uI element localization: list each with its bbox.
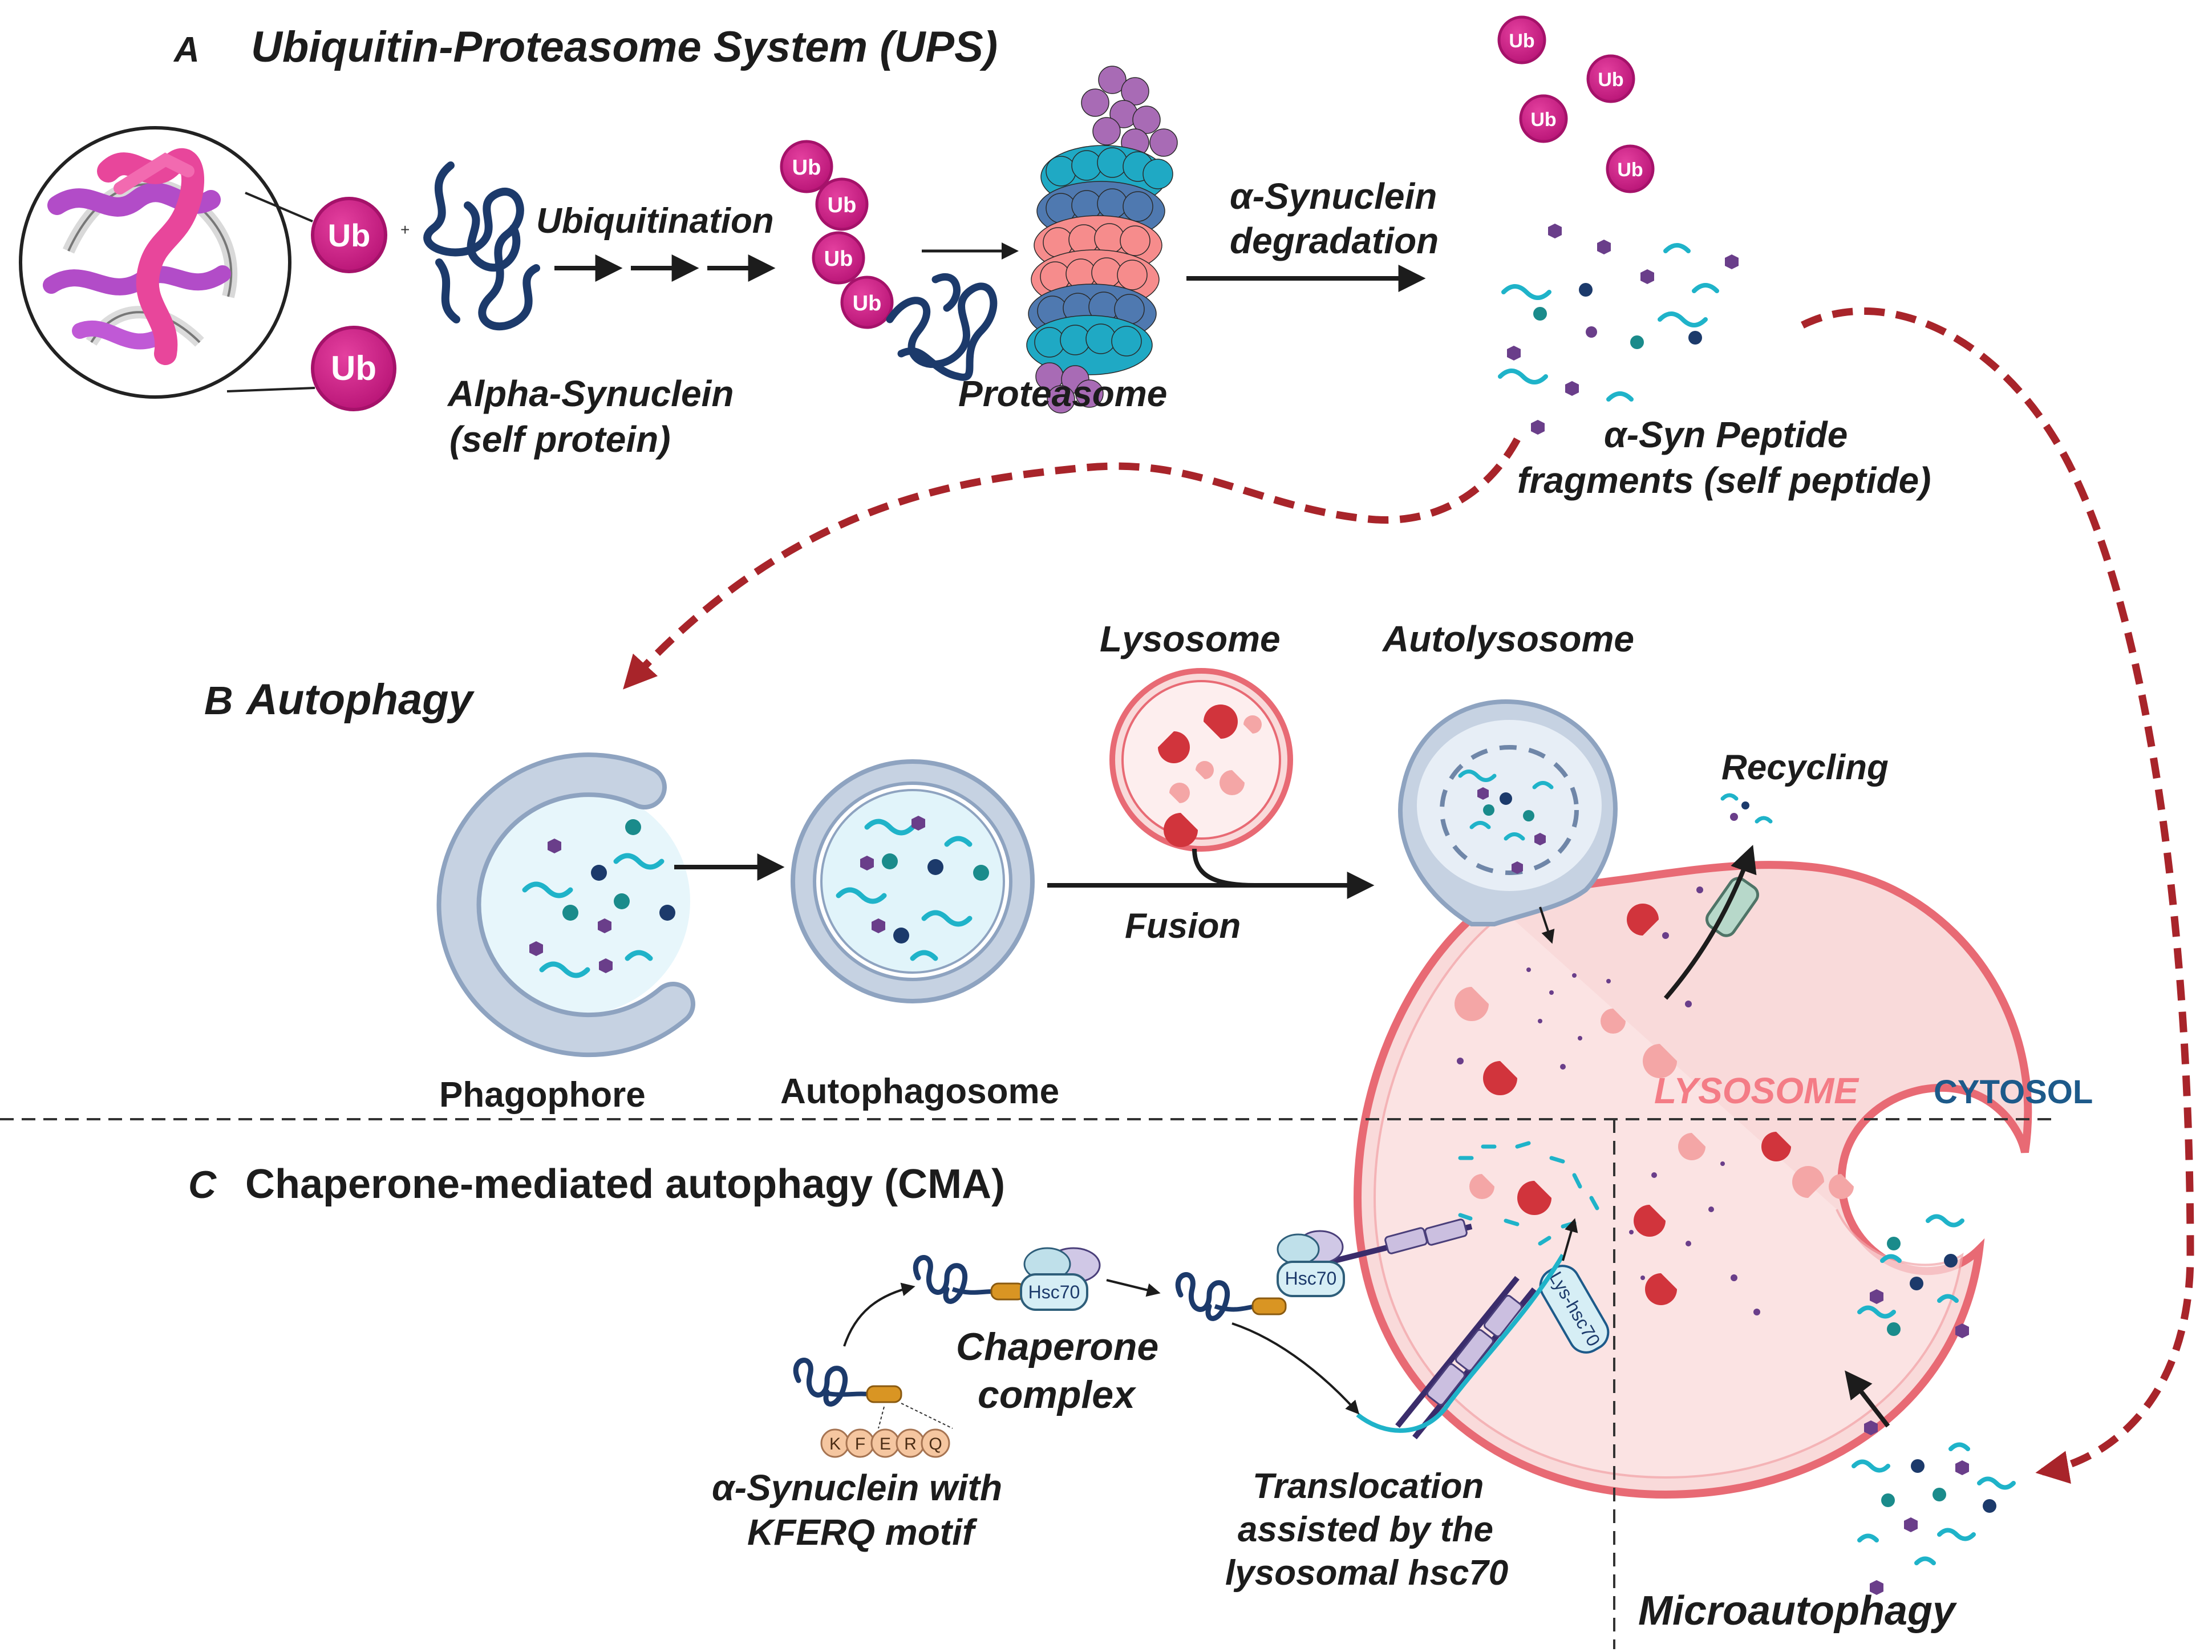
autolysosome	[1398, 699, 1618, 926]
section-c-title: Chaperone-mediated autophagy (CMA)	[245, 1161, 1005, 1207]
kferq-motif: K F E R Q	[820, 1403, 953, 1458]
big-lysosome	[1353, 861, 2032, 1499]
ubiquitinated-synuclein	[886, 273, 998, 381]
lysosome-label: Lysosome	[1100, 618, 1281, 659]
microautophagy-label: Microautophagy	[1638, 1588, 1958, 1634]
lys-hsc70-chaperone: Lys-hsc70	[1539, 1265, 1610, 1354]
ub-circle-large-2: Ub	[311, 326, 396, 411]
chaperone-complex-2: Hsc70	[1175, 1230, 1345, 1321]
degradation-label-line2: degradation	[1230, 220, 1439, 261]
motif-letter-k: K	[829, 1435, 841, 1453]
hsc70-label: Hsc70	[1285, 1268, 1337, 1289]
phagophore	[436, 752, 695, 1058]
alpha-synuclein-protein	[423, 161, 540, 331]
lysosome-debris	[1457, 886, 1703, 1070]
translocation-label-line2: assisted by the	[1238, 1510, 1493, 1549]
asyn-kferq-label-line1: α-Synuclein with	[712, 1467, 1002, 1508]
section-c-letter: C	[188, 1163, 217, 1206]
red-dashed-arrow-to-phagophore	[623, 437, 1521, 690]
phagophore-label: Phagophore	[439, 1075, 646, 1115]
chaperone-label-line2: complex	[978, 1373, 1137, 1416]
recycled-fragments	[1720, 793, 1773, 824]
chaperone-label-line1: Chaperone	[956, 1325, 1158, 1368]
alpha-synuclein-label-line2: (self protein)	[449, 419, 671, 460]
microautophagy-fragments	[1852, 1420, 2016, 1595]
zoom-line-top	[245, 192, 313, 222]
plus-sign: +	[400, 221, 410, 238]
ub-chain: Ub Ub Ub Ub	[780, 140, 894, 329]
ub-label: Ub	[328, 217, 371, 253]
chaperone-to-membrane-arrow	[1106, 1279, 1161, 1297]
section-a-title: Ubiquitin-Proteasome System (UPS)	[251, 23, 998, 71]
autolysosome-label: Autolysosome	[1382, 618, 1634, 659]
ubiquitin-structure	[19, 126, 291, 399]
microautophagy-invagination	[1857, 1214, 1969, 1338]
motif-letter-q: Q	[929, 1435, 942, 1453]
degradation-label-line1: α-Synuclein	[1230, 176, 1437, 217]
ub-label: Ub	[1598, 69, 1623, 91]
ub-circle-large-1: Ub	[311, 197, 387, 273]
translocation-substrate	[1356, 1253, 1565, 1433]
proteasome-label: Proteasome	[958, 373, 1167, 414]
translocation-label-line3: lysosomal hsc70	[1225, 1553, 1508, 1593]
fusion-arrow	[1192, 848, 1375, 899]
ub-label: Ub	[1509, 30, 1534, 52]
cytosol-region-label: CYTOSOL	[1934, 1074, 2093, 1111]
autophagosome-label: Autophagosome	[780, 1072, 1059, 1111]
motif-letter-e: E	[880, 1435, 891, 1453]
section-b-letter: B	[204, 678, 233, 723]
autophagosome	[791, 759, 1035, 1003]
ub-label: Ub	[1530, 109, 1556, 131]
lysosome-debris-lower	[1629, 1161, 1760, 1315]
fragments-label-line1: α-Syn Peptide	[1604, 414, 1848, 455]
translocation-arrow	[1231, 1322, 1360, 1415]
translocation-exit-arrow	[1562, 1218, 1578, 1261]
recycling-label: Recycling	[1721, 748, 1889, 787]
peptide-fragments-ups	[1498, 224, 1739, 435]
lysosome-region-label: LYSOSOME	[1654, 1070, 1859, 1111]
asyn-kferq-label-line2: KFERQ motif	[747, 1512, 978, 1553]
motif-letter-f: F	[855, 1435, 865, 1453]
lysosome-small	[1109, 668, 1293, 852]
recycling-arrow	[1663, 844, 1757, 1000]
microautophagy-uptake-arrow	[1845, 1370, 1890, 1428]
red-dashed-arrow-to-microautophagy	[1801, 307, 2194, 1484]
section-b-title: Autophagy	[245, 675, 475, 724]
ub-label: Ub	[331, 349, 376, 387]
lysosome-enzymes-upper	[1455, 904, 1677, 1095]
ub-label: Ub	[824, 247, 853, 271]
chaperone-complex-1: Hsc70	[913, 1247, 1101, 1311]
asyn-kferq-protein	[793, 1358, 902, 1407]
fragments-label-line2: fragments (self peptide)	[1517, 460, 1931, 501]
lysosome-fragments-lower	[1458, 1141, 1599, 1246]
autolysosome-release-arrow	[1539, 906, 1555, 944]
ubiquitination-label: Ubiquitination	[536, 201, 774, 241]
alpha-synuclein-label-line1: Alpha-Synuclein	[447, 373, 734, 414]
ub-label: Ub	[792, 156, 821, 180]
hsc70-label: Hsc70	[1028, 1282, 1080, 1302]
cma-binding-arrow	[843, 1282, 915, 1347]
lamp2a-receptor-upper	[1311, 1218, 1473, 1269]
section-a-letter: A	[173, 30, 200, 70]
ub-label: Ub	[1617, 159, 1643, 181]
free-ub-circles: Ub Ub Ub Ub	[1497, 15, 1655, 193]
proteasome	[1026, 66, 1178, 414]
ub-label: Ub	[853, 291, 882, 315]
motif-letter-r: R	[904, 1435, 917, 1453]
zoom-line-bottom	[226, 387, 315, 392]
fusion-label: Fusion	[1125, 906, 1241, 946]
translocation-label-line1: Translocation	[1253, 1467, 1484, 1506]
ub-label: Ub	[828, 193, 857, 217]
lysosome-enzymes-lower	[1469, 1132, 1854, 1305]
lamp2a-receptor-lower	[1395, 1276, 1537, 1440]
